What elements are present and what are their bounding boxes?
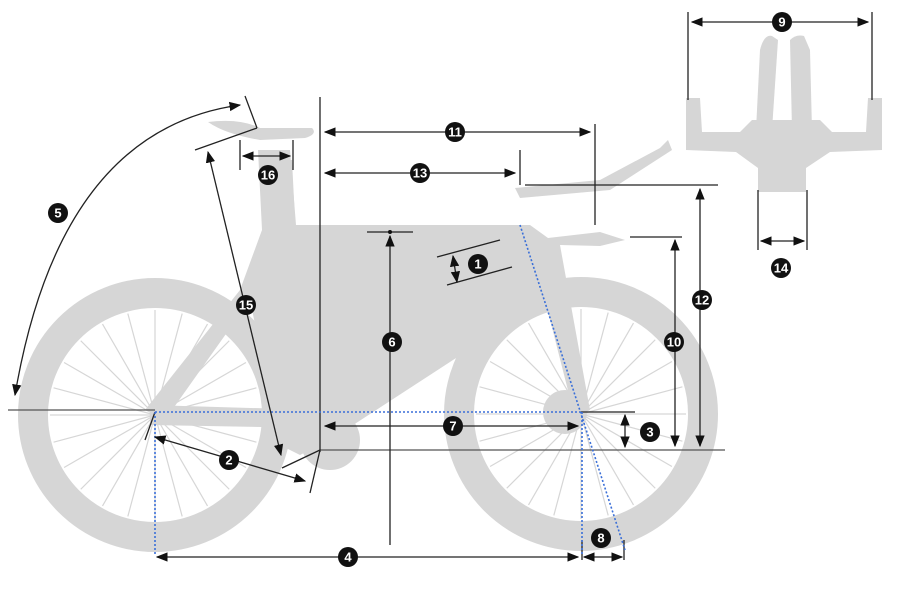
badge-label: 3 — [646, 425, 653, 440]
spoke — [127, 313, 156, 416]
badge-label: 16 — [261, 168, 275, 183]
spoke — [53, 387, 156, 416]
badge-2: 2 — [219, 450, 239, 470]
badge-label: 15 — [239, 298, 253, 313]
axle-reference-dotted — [154, 224, 626, 555]
badge-7: 7 — [443, 416, 463, 436]
spoke — [580, 386, 683, 415]
badge-12: 12 — [692, 290, 712, 310]
spoke — [154, 414, 183, 517]
badge-3: 3 — [640, 422, 660, 442]
badge-16: 16 — [258, 165, 278, 185]
spoke — [580, 322, 635, 415]
saddle — [208, 120, 314, 140]
badge-15: 15 — [236, 295, 256, 315]
bottle — [325, 325, 392, 405]
spoke — [580, 413, 656, 489]
badge-label: 14 — [774, 261, 789, 276]
badge-label: 6 — [388, 335, 395, 350]
badge-label: 12 — [695, 293, 709, 308]
spoke — [580, 413, 635, 506]
spoke — [80, 414, 156, 490]
spoke — [53, 414, 156, 443]
badge-label: 8 — [597, 531, 604, 546]
spoke — [580, 339, 656, 415]
badge-label: 11 — [448, 125, 462, 140]
spoke — [580, 413, 609, 516]
spoke — [580, 360, 673, 415]
badge-11: 11 — [445, 122, 465, 142]
handlebar-front-view — [686, 35, 882, 192]
badge-label: 1 — [474, 257, 481, 272]
badge-1: 1 — [468, 254, 488, 274]
badge-label: 4 — [344, 550, 352, 565]
badge-label: 2 — [225, 453, 232, 468]
badge-label: 13 — [413, 166, 427, 181]
badge-label: 9 — [778, 15, 785, 30]
badge-5: 5 — [48, 203, 68, 223]
crankset — [300, 410, 360, 470]
badge-8: 8 — [591, 528, 611, 548]
badge-6: 6 — [382, 332, 402, 352]
badge-label: 7 — [449, 419, 456, 434]
spoke — [101, 414, 156, 507]
badge-label: 10 — [667, 335, 681, 350]
badge-13: 13 — [410, 163, 430, 183]
spoke — [63, 414, 156, 469]
badge-14: 14 — [771, 258, 791, 278]
badge-9: 9 — [772, 12, 792, 32]
bike-silhouette — [18, 120, 718, 552]
spoke — [127, 414, 156, 517]
badge-label: 5 — [54, 206, 61, 221]
spoke — [580, 413, 683, 442]
reference-lines — [8, 12, 873, 560]
badge-4: 4 — [338, 547, 358, 567]
aerobar — [515, 140, 672, 198]
spoke — [553, 413, 582, 516]
badge-10: 10 — [664, 332, 684, 352]
